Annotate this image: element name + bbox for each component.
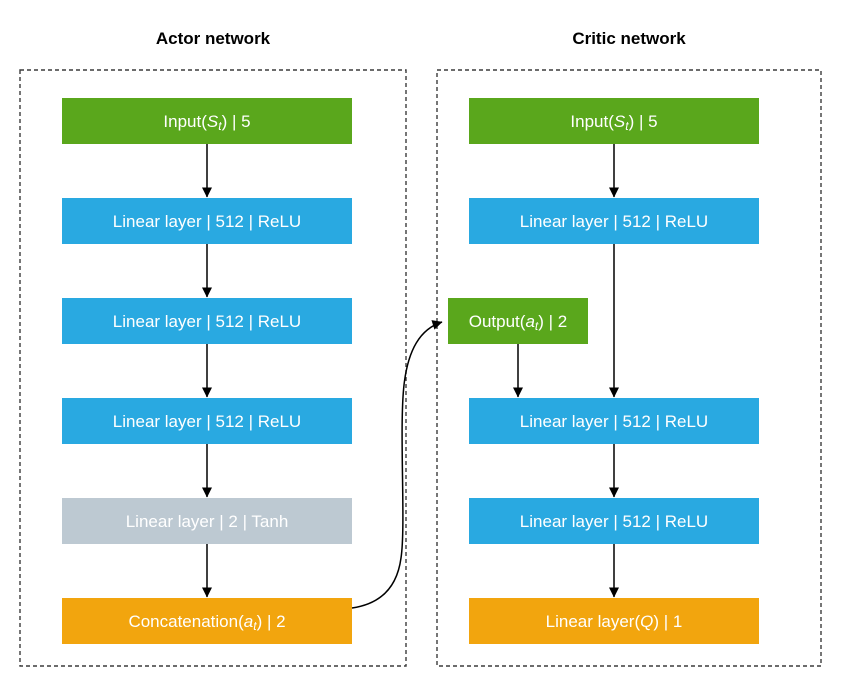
label-pre: Linear layer | 512 | ReLU (112, 411, 302, 431)
actor-hidden2-node: Linear layer | 512 | ReLU (62, 298, 352, 344)
label-pre: Linear layer | 512 | ReLU (519, 511, 709, 531)
actor-tanh-node: Linear layer | 2 | Tanh (62, 498, 352, 544)
label-var: S (206, 111, 219, 131)
label-pre: Linear layer | 512 | ReLU (519, 411, 709, 431)
label-post: ) | 2 (256, 611, 286, 631)
label-pre: Input( (163, 111, 207, 131)
label-post: ) | 1 (653, 611, 683, 631)
label-pre: Input( (570, 111, 614, 131)
label-pre: Linear layer( (545, 611, 641, 631)
label-post: ) | 5 (628, 111, 658, 131)
critic-hidden2-node: Linear layer | 512 | ReLU (469, 398, 759, 444)
label-var: a (525, 311, 535, 331)
arrow-concat-to-output-curve (351, 320, 443, 609)
label-pre: Linear layer | 2 | Tanh (125, 511, 289, 531)
critic-q-node: Linear layer(Q) | 1 (469, 598, 759, 644)
label-pre: Output( (468, 311, 526, 331)
critic-hidden3-node: Linear layer | 512 | ReLU (469, 498, 759, 544)
label-pre: Concatenation( (128, 611, 244, 631)
label-var: a (243, 611, 254, 631)
label-sub: t (253, 619, 257, 633)
critic-hidden1-node: Linear layer | 512 | ReLU (469, 198, 759, 244)
label-pre: Linear layer | 512 | ReLU (519, 211, 709, 231)
critic-network-title: Critic network (572, 29, 686, 48)
label-sub: t (218, 119, 222, 133)
label-sub: t (625, 119, 629, 133)
label-pre: Linear layer | 512 | ReLU (112, 211, 302, 231)
label-var: S (613, 111, 626, 131)
label-sub: t (534, 319, 539, 333)
label-var: Q (640, 611, 654, 631)
critic-network-border (436, 69, 822, 667)
actor-network-border (19, 69, 407, 667)
actor-hidden1-node: Linear layer | 512 | ReLU (62, 198, 352, 244)
actor-network-title: Actor network (155, 29, 271, 48)
label-pre: Linear layer | 512 | ReLU (112, 311, 302, 331)
label-post: ) | 5 (221, 111, 251, 131)
label-post: ) | 2 (538, 311, 568, 331)
actor-hidden3-node: Linear layer | 512 | ReLU (62, 398, 352, 444)
